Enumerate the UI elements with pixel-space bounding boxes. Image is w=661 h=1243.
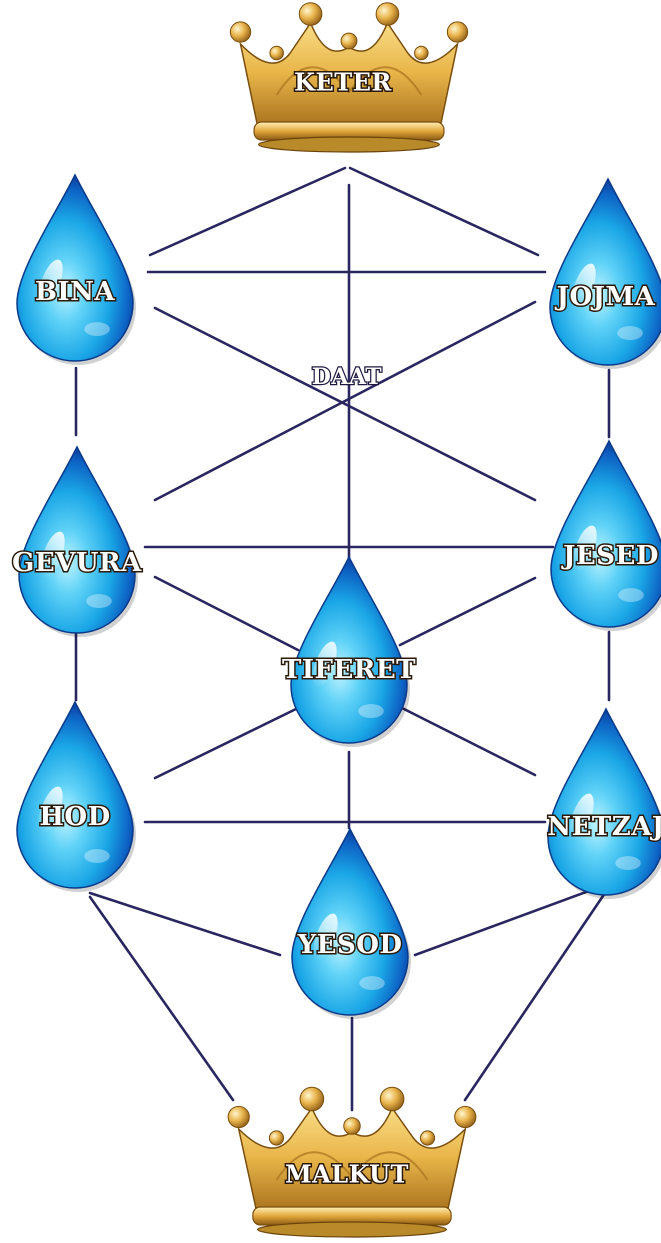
sefira-netzaj: NETZAJ bbox=[547, 709, 661, 899]
crown-ball bbox=[420, 1131, 434, 1145]
sefira-label-jojma: JOJMA bbox=[555, 282, 656, 312]
line-netzaj-malkut bbox=[465, 893, 605, 1100]
line-hod-yesod bbox=[90, 893, 280, 955]
water-drop-icon bbox=[548, 709, 661, 895]
line-tiferet-netzaj bbox=[402, 708, 535, 775]
water-drop-icon bbox=[551, 441, 661, 627]
drop-reflection bbox=[615, 856, 641, 870]
crown-label-malkut: MALKUT bbox=[285, 1160, 409, 1189]
sefira-label-bina: BINA bbox=[35, 277, 115, 307]
sefira-label-jesed: JESED bbox=[561, 541, 659, 571]
line-tiferet-hod bbox=[155, 708, 298, 778]
crown-ball bbox=[341, 33, 357, 49]
crown-ball bbox=[380, 1087, 404, 1111]
sefira-bina: BINA bbox=[17, 175, 136, 365]
crown-ball bbox=[415, 46, 429, 60]
crown-ball bbox=[300, 1087, 324, 1111]
water-drop-icon bbox=[19, 447, 135, 633]
drop-reflection bbox=[358, 704, 384, 718]
diagram-nodes: BINA JOJMA GEVURA JESED TIFERET HOD NETZAJ YESO… bbox=[12, 3, 661, 1237]
crown-label-keter: KETER bbox=[294, 68, 392, 97]
line-keter-bina bbox=[150, 168, 345, 255]
crown-ball bbox=[455, 1106, 476, 1127]
drop-reflection bbox=[86, 594, 112, 608]
sefira-jojma: JOJMA bbox=[550, 179, 661, 369]
crown-base bbox=[258, 1222, 447, 1237]
line-keter-jojma bbox=[350, 168, 538, 255]
crown-ball bbox=[299, 3, 322, 26]
crown-ball bbox=[270, 46, 284, 60]
sefira-label-tiferet: TIFERET bbox=[282, 655, 416, 685]
sefira-hod: HOD bbox=[17, 702, 136, 892]
sefira-tiferet: TIFERET bbox=[282, 557, 416, 747]
crown-base bbox=[259, 137, 440, 152]
sefira-label-netzaj: NETZAJ bbox=[547, 812, 661, 842]
water-drop-icon bbox=[17, 175, 133, 361]
crown-ball bbox=[269, 1131, 283, 1145]
drop-reflection bbox=[84, 849, 110, 863]
crown-ball bbox=[344, 1118, 361, 1135]
sefira-jesed: JESED bbox=[551, 441, 661, 631]
sefira-gevura: GEVURA bbox=[12, 447, 142, 637]
sefira-label-yesod: YESOD bbox=[297, 930, 403, 960]
water-drop-icon bbox=[17, 702, 133, 888]
daat-label: DAAT bbox=[312, 364, 383, 390]
water-drop-icon bbox=[291, 557, 407, 743]
drop-reflection bbox=[617, 326, 643, 340]
crown-ball bbox=[376, 3, 399, 26]
drop-reflection bbox=[618, 588, 644, 602]
drop-reflection bbox=[84, 322, 110, 336]
sefira-label-gevura: GEVURA bbox=[12, 548, 142, 578]
sefira-yesod: YESOD bbox=[292, 829, 411, 1019]
line-jesed-tiferet bbox=[400, 578, 535, 645]
crown-ball bbox=[228, 1106, 249, 1127]
line-hod-malkut bbox=[90, 897, 233, 1100]
water-drop-icon bbox=[550, 179, 661, 365]
crown-ball bbox=[230, 22, 250, 42]
drop-reflection bbox=[359, 976, 385, 990]
water-drop-icon bbox=[292, 829, 408, 1015]
line-gevura-tiferet bbox=[155, 577, 298, 650]
crown-ball bbox=[447, 22, 467, 42]
crown-keter: KETER bbox=[230, 3, 467, 152]
line-netzaj-yesod bbox=[415, 885, 605, 955]
sefira-label-hod: HOD bbox=[39, 802, 110, 832]
